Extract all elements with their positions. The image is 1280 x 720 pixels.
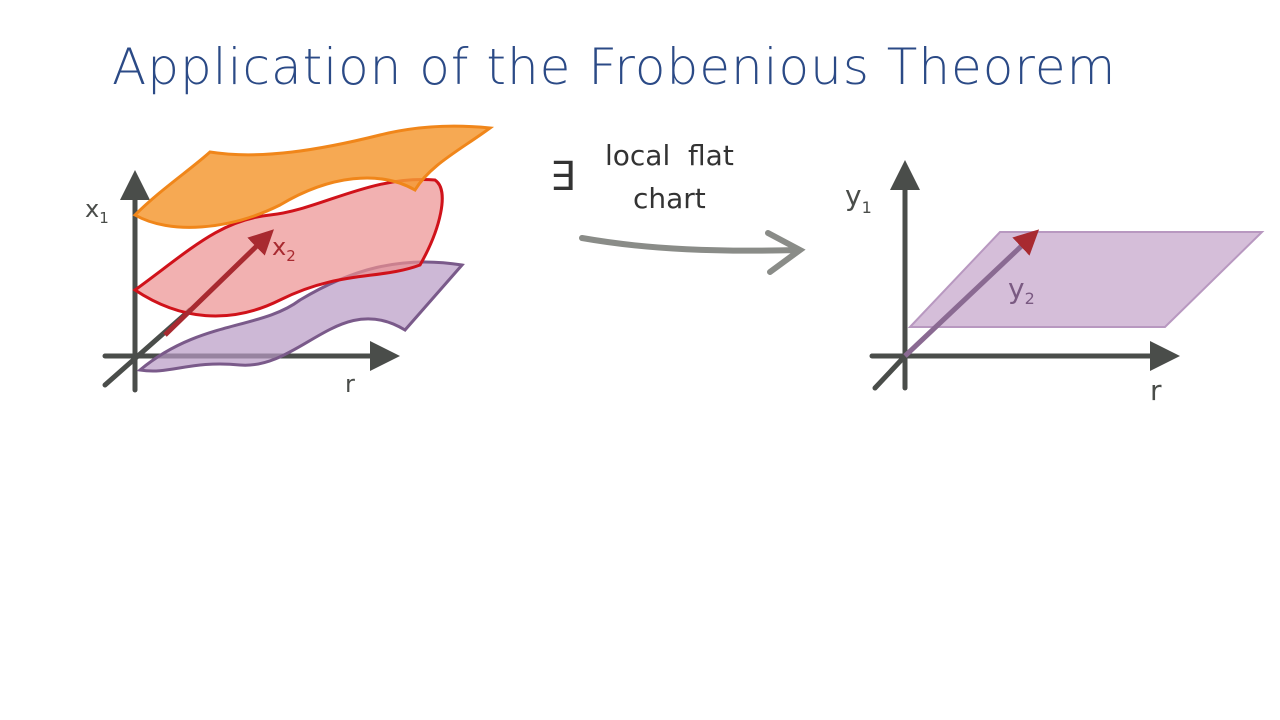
right-y2-label: y2 xyxy=(1008,272,1035,308)
local-flat-text: local flat xyxy=(605,139,734,172)
left-x1-label: x1 xyxy=(85,195,109,227)
right-axes xyxy=(869,160,1180,391)
flat-plane xyxy=(907,231,1265,328)
left-r-label: r xyxy=(345,370,355,398)
purple-leaf xyxy=(136,260,465,373)
transform-arrow xyxy=(579,230,806,275)
right-r-label: r xyxy=(1150,374,1162,407)
right-y1-label: y1 xyxy=(845,179,872,217)
orange-leaf xyxy=(132,124,495,229)
page-title: Application of the Frobenious Theorem xyxy=(112,38,1117,96)
exists-symbol: ∃ xyxy=(550,154,575,200)
chart-text: chart xyxy=(633,182,706,215)
left-x2-label: x2 xyxy=(272,233,296,265)
